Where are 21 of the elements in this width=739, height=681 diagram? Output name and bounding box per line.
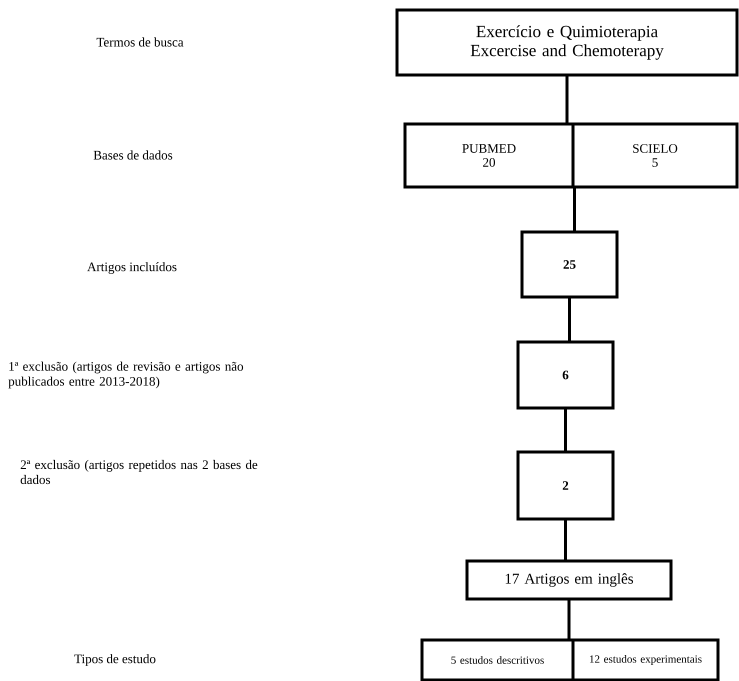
- process-box: Exercício e Quimioterapia Excercise and Chemoterapy: [396, 8, 738, 76]
- process-box: PUBMED 20: [404, 122, 574, 188]
- process-box: 6: [516, 340, 614, 410]
- connector-line: [573, 188, 576, 230]
- side-label: Artigos incluídos: [87, 262, 176, 274]
- side-label: 2ª exclusão (artigos repetidos nas 2 bases de dados: [20, 460, 258, 484]
- process-box: SCIELO 5: [572, 122, 738, 188]
- connector-line: [566, 76, 568, 122]
- process-box: 5 estudos descritivos: [420, 638, 574, 681]
- process-box: 17 Artigos em inglês: [466, 560, 672, 600]
- connector-line: [568, 600, 570, 638]
- side-label: 1ª exclusão (artigos de revisão e artigos não publicados entre 2013-2018): [8, 362, 244, 388]
- connector-line: [564, 520, 567, 560]
- process-box: 12 estudos experimentais: [572, 638, 720, 681]
- side-label: Bases de dados: [94, 150, 172, 160]
- side-label: Tipos de estudo: [74, 654, 156, 666]
- connector-line: [564, 410, 567, 450]
- process-box: 2: [516, 450, 614, 520]
- process-box: 25: [520, 230, 618, 298]
- side-label: Termos de busca: [96, 37, 184, 47]
- connector-line: [568, 298, 571, 340]
